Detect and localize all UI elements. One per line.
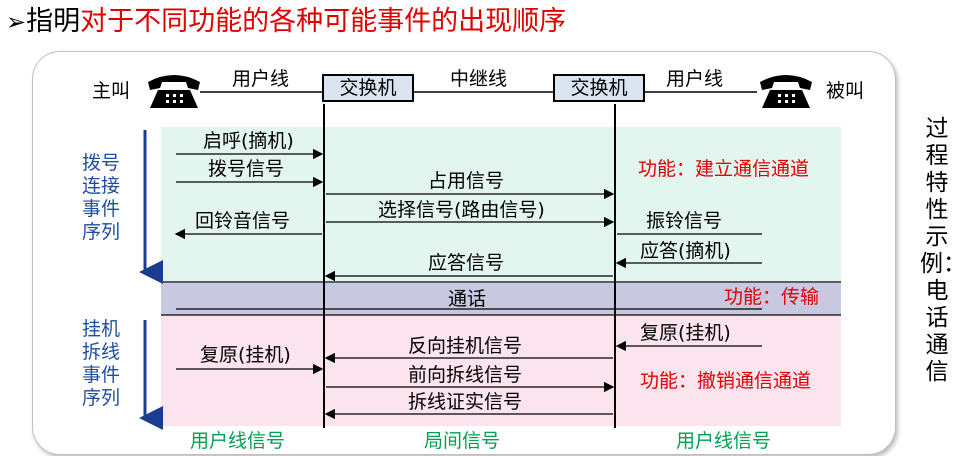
- trunk-line-label: 中继线: [450, 68, 508, 90]
- footer-subscriber-signal-right: 用户线信号: [676, 430, 772, 452]
- footer-interoffice-signal: 局间信号: [424, 430, 501, 452]
- subscriber-line-right-label: 用户线: [666, 68, 724, 90]
- function-release-label: 功能：撤销通信通道: [640, 370, 812, 392]
- signal-select-label: 选择信号(路由信号): [378, 199, 545, 221]
- caller-label: 主叫: [92, 80, 131, 102]
- telephone-left-icon: [148, 75, 200, 108]
- signal-dial-label: 拨号信号: [208, 158, 285, 180]
- function-establish-label: 功能：建立通信通道: [638, 158, 810, 180]
- signal-restore-left-label: 复原(挂机): [200, 344, 291, 366]
- title-prefix: 指明: [26, 6, 81, 37]
- function-transmit-label: 功能：传输: [724, 286, 820, 308]
- bullet-arrow-icon: ➢: [6, 8, 27, 36]
- title-highlight: 对于不同功能的各种可能事件的出现顺序: [80, 6, 567, 37]
- telephone-right-icon: [760, 75, 812, 108]
- band-hangup-phase: [161, 316, 841, 426]
- signal-restore-right-label: 复原(挂机): [640, 322, 731, 344]
- signal-release-confirm-label: 拆线证实信号: [408, 391, 523, 413]
- side-label-vertical: 过程特性示例：电话通信: [920, 116, 958, 385]
- signal-seize-label: 占用信号: [428, 170, 505, 192]
- footer-subscriber-signal-left: 用户线信号: [190, 430, 286, 452]
- signal-offhook-label: 启呼(摘机): [203, 130, 294, 152]
- signal-answer-offhook-label: 应答(摘机): [640, 240, 731, 262]
- switch-left-box: 交换机: [322, 74, 414, 102]
- signal-reverse-hangup-label: 反向挂机信号: [408, 335, 523, 357]
- signal-ringback-label: 回铃音信号: [195, 210, 291, 232]
- hangup-phase-label: 挂机 拆线 事件 序列: [81, 318, 120, 409]
- signal-ringing-label: 振铃信号: [646, 210, 723, 232]
- switch-right-box: 交换机: [553, 74, 645, 102]
- subscriber-line-left-label: 用户线: [232, 68, 290, 90]
- signal-forward-release-label: 前向拆线信号: [408, 364, 523, 386]
- band-talk-phase: [161, 283, 841, 315]
- talk-label: 通话: [448, 288, 487, 310]
- signal-answer-label: 应答信号: [428, 252, 505, 274]
- callee-label: 被叫: [826, 80, 865, 102]
- slide-title: ➢指明对于不同功能的各种可能事件的出现顺序: [6, 2, 566, 42]
- band-dial-phase: [161, 127, 841, 282]
- dial-phase-label: 拨号 连接 事件 序列: [81, 152, 120, 243]
